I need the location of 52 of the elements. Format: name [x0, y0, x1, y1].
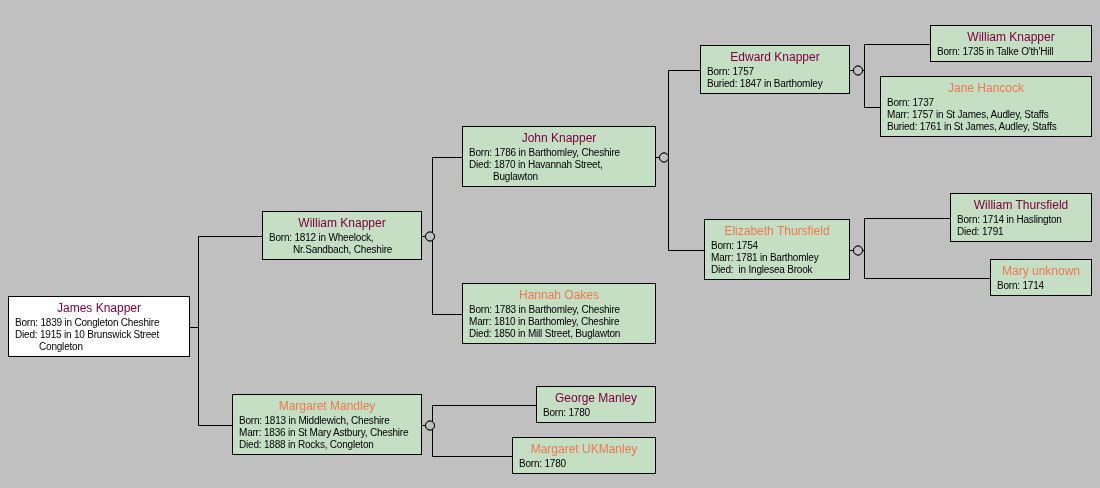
life-event: Died: 1870 in Havannah Street, Buglawton: [469, 159, 604, 183]
person-name: William Knapper: [966, 29, 1056, 45]
person-box: [462, 126, 656, 187]
person-box: [700, 45, 850, 94]
person-box: [232, 394, 422, 455]
life-event: Born: 1757: [707, 66, 755, 78]
person-name: William Thursfield: [972, 197, 1070, 213]
life-event: Born: 1780: [519, 458, 567, 470]
life-event: Marr: 1836 in St Mary Astbury, Cheshire: [239, 427, 410, 439]
life-event: Marr: 1810 in Barthomley, Cheshire: [469, 316, 621, 328]
life-event: Born: 1839 in Congleton Cheshire: [15, 317, 161, 329]
person-box: [536, 386, 656, 423]
connector-line: [189, 327, 233, 426]
person-name: Margaret Mandley: [277, 398, 377, 414]
person-name: William Knapper: [297, 215, 387, 231]
person-name: Edward Knapper: [729, 49, 821, 65]
person-box: [950, 193, 1092, 242]
person-box: [880, 76, 1092, 137]
person-box: [704, 219, 850, 280]
life-event: Marr: 1781 in Barthomley: [711, 252, 820, 264]
person-name: George Manley: [553, 390, 638, 406]
person-box: [8, 296, 190, 357]
life-event: Marr: 1757 in St James, Audley, Staffs: [887, 109, 1050, 121]
life-event: Died: 1888 in Rocks, Congleton: [239, 439, 375, 451]
life-event: Died: in Inglesea Brook: [711, 264, 814, 276]
person-name: Jane Hancock: [946, 80, 1025, 96]
life-event: Born: 1714 in Haslington: [957, 214, 1063, 226]
life-event: Died: 1850 in Mill Street, Buglawton: [469, 328, 622, 340]
life-event: Died: 1915 in 10 Brunswick Street Congleton: [15, 329, 161, 353]
person-box: [990, 259, 1092, 296]
life-event: Born: 1737: [887, 97, 935, 109]
life-event: Born: 1812 in Wheelock, Nr.Sandbach, Cheshire: [269, 232, 394, 256]
person-name: Margaret UKManley: [529, 441, 639, 457]
person-box: [512, 437, 656, 474]
life-event: Born: 1780: [543, 407, 591, 419]
person-box: [462, 283, 656, 344]
person-box: [930, 25, 1092, 62]
life-event: Born: 1786 in Barthomley, Cheshire: [469, 147, 621, 159]
person-name: John Knapper: [520, 130, 598, 146]
life-event: Born: 1735 in Talke O'th'Hill: [937, 46, 1055, 58]
life-event: Born: 1714: [997, 280, 1045, 292]
life-event: Born: 1783 in Barthomley, Cheshire: [469, 304, 621, 316]
person-box: [262, 211, 422, 260]
life-event: Born: 1813 in Middlewich, Cheshire: [239, 415, 391, 427]
life-event: Buried: 1847 in Barthomley: [707, 78, 824, 90]
life-event: Born: 1754: [711, 240, 759, 252]
person-name: Mary unknown: [1000, 263, 1081, 279]
life-event: Buried: 1761 in St James, Audley, Staffs: [887, 121, 1058, 133]
life-event: Died: 1791: [957, 226, 1005, 238]
person-name: James Knapper: [55, 300, 142, 316]
person-name: Elizabeth Thursfield: [723, 223, 831, 239]
person-name: Hannah Oakes: [517, 287, 601, 303]
